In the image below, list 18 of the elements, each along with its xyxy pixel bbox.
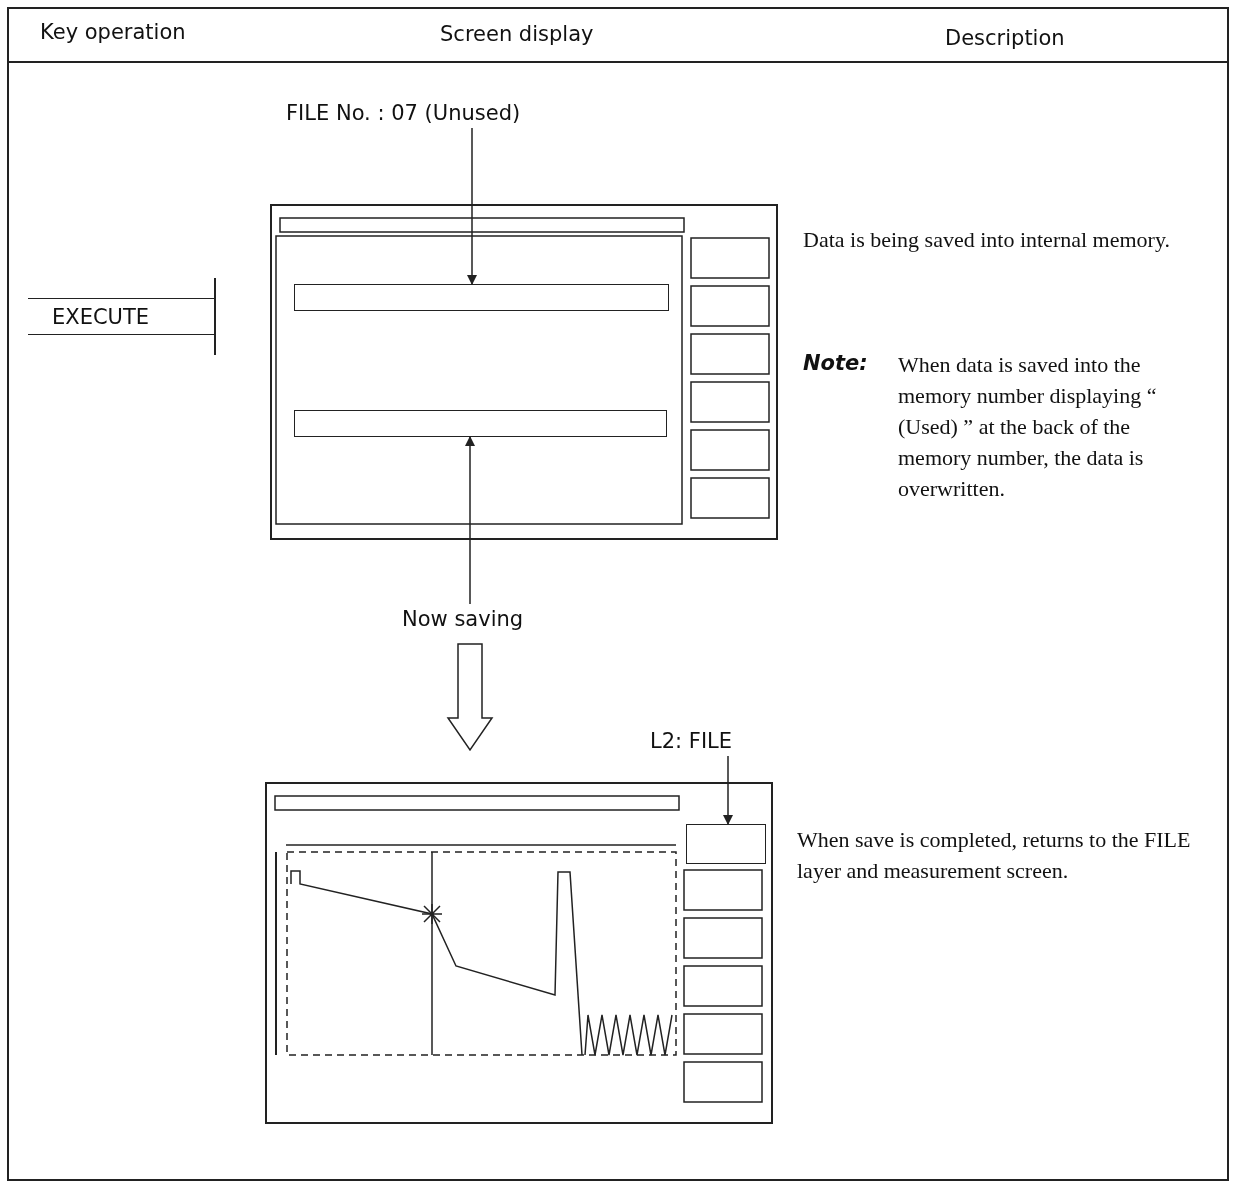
leader-arrow <box>465 436 475 605</box>
key-label: EXECUTE <box>28 298 215 335</box>
leader-label: Now saving <box>402 604 552 634</box>
note-label: Note: <box>803 351 868 375</box>
description-text: Data is being saved into internal memory. <box>803 226 1171 254</box>
leader-label: FILE No. : 07 (Unused) <box>286 98 566 128</box>
column-header: Screen display <box>440 22 594 46</box>
display-field <box>294 284 669 311</box>
column-header: Description <box>945 26 1065 50</box>
leader-label: L2: FILE <box>650 726 770 756</box>
description-text: When save is completed, returns to the FILE layer and measurement screen. <box>797 826 1192 885</box>
soft-key <box>686 824 766 864</box>
display-field <box>294 410 667 437</box>
leader-arrow <box>467 127 477 285</box>
column-header: Key operation <box>40 20 186 44</box>
leader-arrow <box>723 755 733 825</box>
block-arrow <box>446 643 494 752</box>
note-text: When data is saved into the memory number displaying “ (Used) ” at the back of the memory number, the data is overwritten. <box>898 351 1158 503</box>
